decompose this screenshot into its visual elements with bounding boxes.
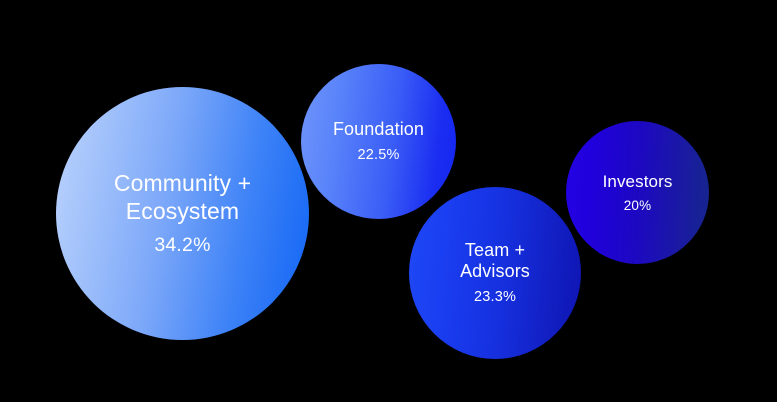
bubble-investors[interactable]: Investors 20% <box>566 121 709 264</box>
bubble-value: 34.2% <box>154 233 211 256</box>
bubble-label: Foundation <box>332 118 425 139</box>
bubble-value: 20% <box>623 197 652 213</box>
bubble-value: 22.5% <box>357 147 400 164</box>
bubble-team-advisors[interactable]: Team + Advisors 23.3% <box>409 187 581 359</box>
bubble-foundation[interactable]: Foundation 22.5% <box>301 64 456 219</box>
bubble-community-ecosystem[interactable]: Community + Ecosystem 34.2% <box>56 87 309 340</box>
bubble-label: Team + Advisors <box>460 239 530 281</box>
bubble-label: Community + Ecosystem <box>113 170 252 224</box>
bubble-label: Investors <box>602 171 673 191</box>
bubble-value: 23.3% <box>473 289 517 306</box>
